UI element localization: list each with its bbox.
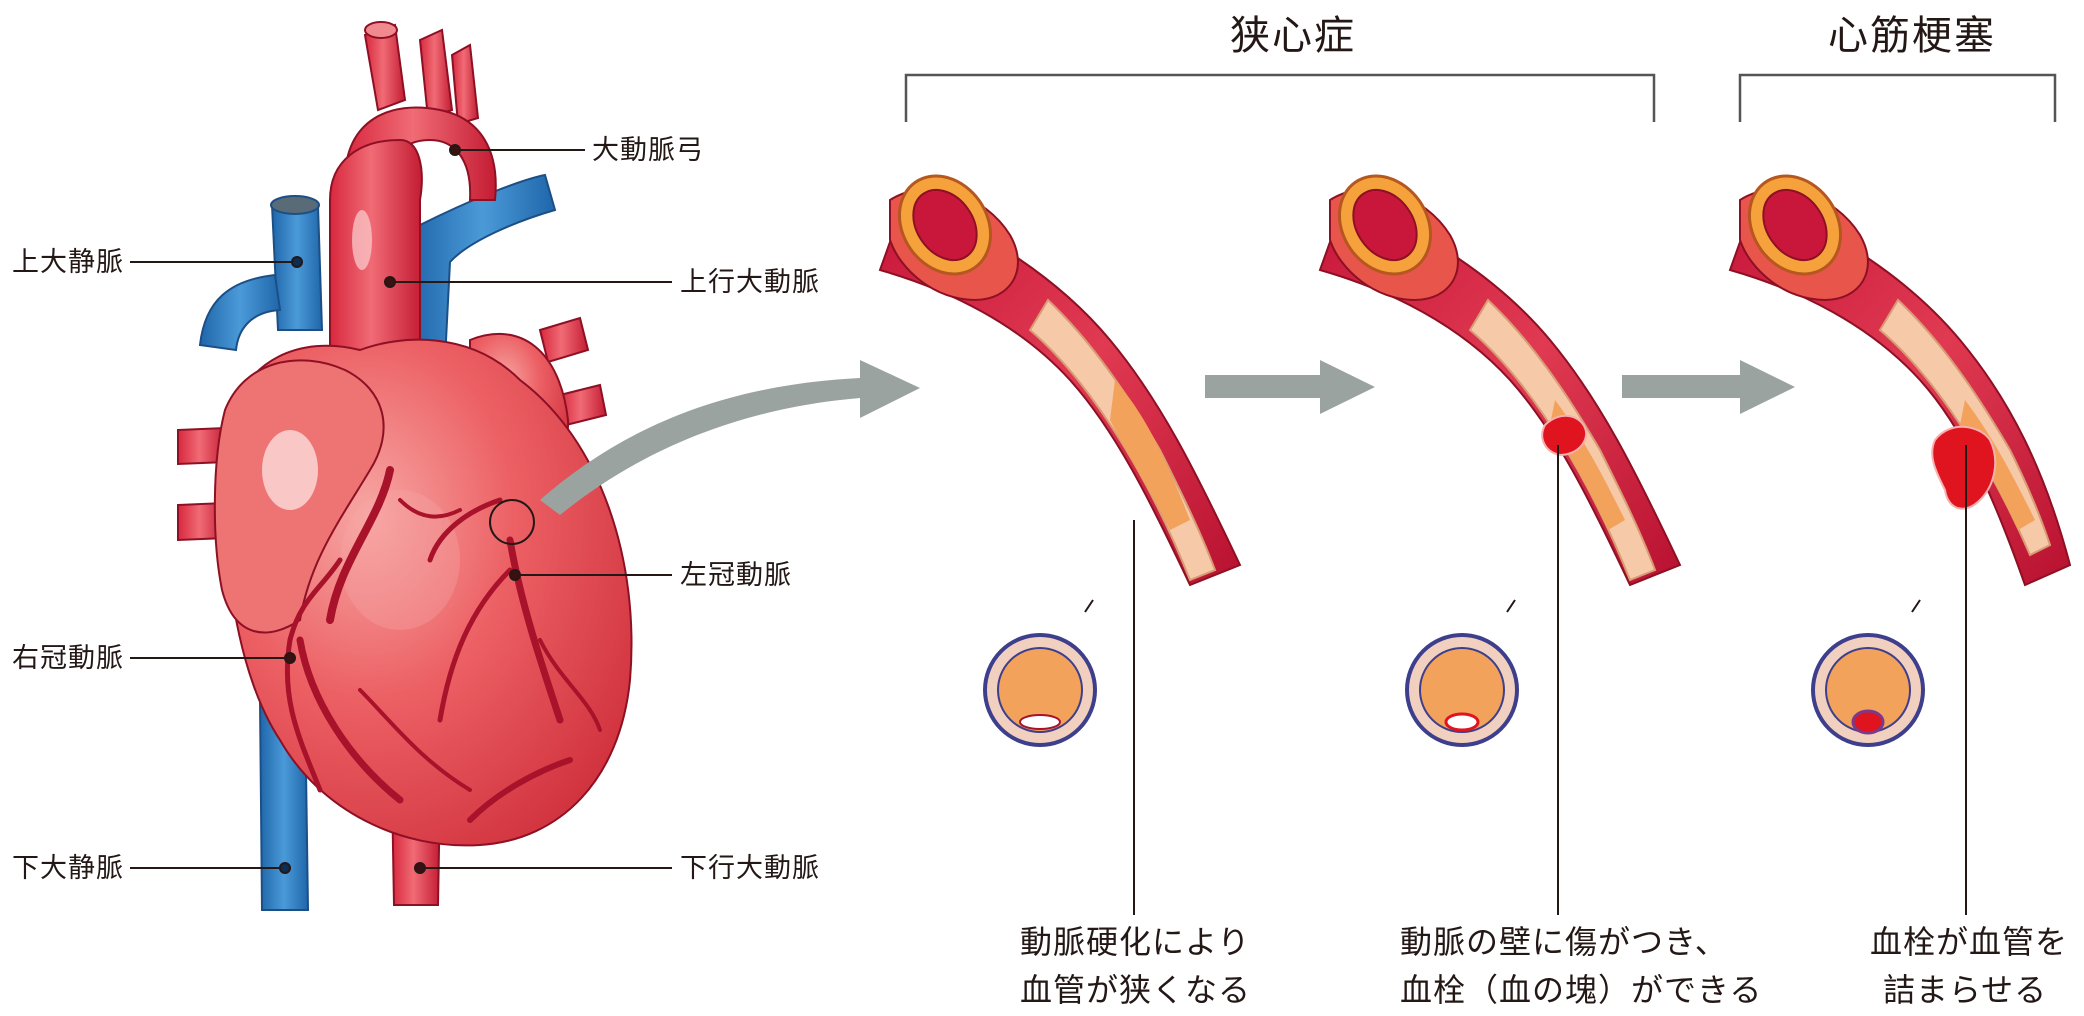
header-myocardial-infarction: 心筋梗塞: [1828, 14, 1996, 58]
caption-stage3-line2: 詰まらせる: [1870, 966, 2060, 1014]
caption-stage3-line1: 血栓が血管を: [1870, 918, 2060, 966]
caption-stage3: 血栓が血管を 詰まらせる: [1870, 918, 2060, 1014]
pulmonary-artery: [410, 175, 555, 360]
label-right-coronary-artery: 右冠動脈: [12, 644, 124, 674]
caption-stage1: 動脈硬化により 血管が狭くなる: [1020, 918, 1250, 1014]
vessel-stage2: [1320, 158, 1680, 915]
caption-stage2: 動脈の壁に傷がつき、 血栓（血の塊）ができる: [1400, 918, 1720, 1014]
label-inferior-vena-cava: 下大静脈: [12, 854, 124, 884]
label-ascending-aorta: 上行大動脈: [680, 268, 820, 298]
label-descending-aorta: 下行大動脈: [680, 854, 820, 884]
header-brackets: [906, 75, 2055, 122]
label-aortic-arch: 大動脈弓: [592, 136, 704, 166]
label-left-coronary-artery: 左冠動脈: [680, 561, 792, 591]
heart-illustration: [178, 22, 632, 910]
clot-large: [1932, 427, 1995, 509]
vessel-stage1: [880, 158, 1240, 915]
caption-stage1-line1: 動脈硬化により: [1020, 918, 1250, 966]
vessel-stage3: [1730, 158, 2070, 915]
arrow-1: [1205, 360, 1375, 414]
label-superior-vena-cava: 上大静脈: [12, 248, 124, 278]
caption-stage2-line1: 動脈の壁に傷がつき、: [1400, 918, 1720, 966]
caption-stage2-line2: 血栓（血の塊）ができる: [1400, 966, 1720, 1014]
arrow-2: [1622, 360, 1795, 414]
caption-stage1-line2: 血管が狭くなる: [1020, 966, 1250, 1014]
brachiocephalic-vein: [200, 275, 280, 350]
header-angina: 狭心症: [1230, 14, 1356, 58]
